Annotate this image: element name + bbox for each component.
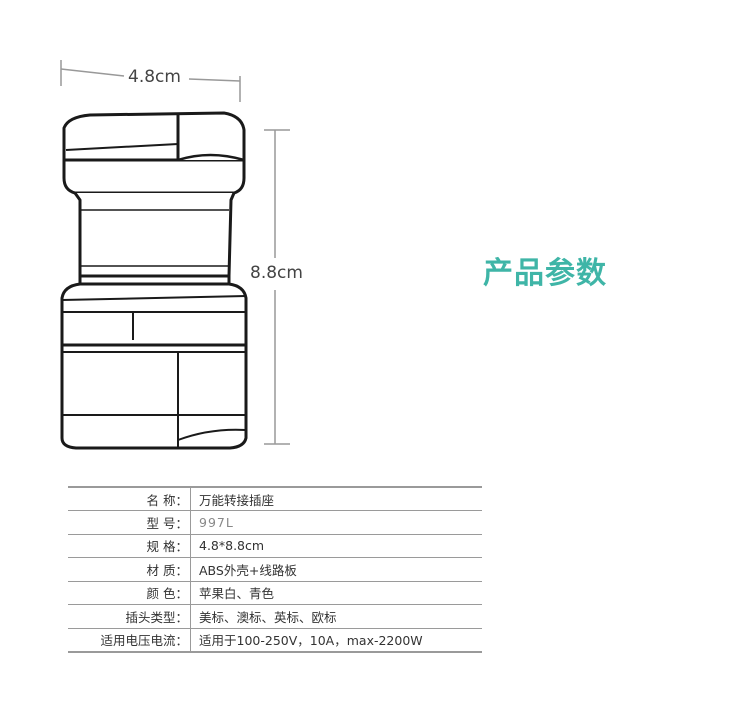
height-dimension-label: 8.8cm	[248, 263, 305, 283]
spec-row: 材 质： ABS外壳+线路板	[68, 557, 482, 582]
adapter-top-cap	[62, 111, 246, 195]
spec-row: 名 称： 万能转接插座	[68, 487, 482, 511]
spec-label: 插头类型：	[68, 604, 191, 629]
width-dimension-label: 4.8cm	[126, 67, 183, 87]
spec-label: 颜 色：	[68, 581, 191, 605]
adapter-collar-joins	[78, 276, 231, 284]
width-dim-line-left	[60, 68, 125, 77]
adapter-body	[73, 192, 236, 278]
adapter-collar	[60, 282, 248, 347]
spec-row: 规 格： 4.8*8.8cm	[68, 534, 482, 558]
section-title: 产品参数	[483, 256, 607, 291]
spec-label: 材 质：	[68, 557, 191, 582]
spec-label: 名 称：	[68, 487, 191, 511]
dimension-lines	[60, 60, 290, 445]
spec-value: 美标、澳标、英标、欧标	[190, 604, 482, 629]
spec-row: 型 号： 997L	[68, 510, 482, 535]
spec-label: 适用电压电流：	[68, 628, 191, 652]
spec-row: 插头类型： 美标、澳标、英标、欧标	[68, 604, 482, 629]
adapter-collar-ridge	[61, 295, 247, 301]
spec-row: 颜 色： 苹果白、青色	[68, 581, 482, 605]
spec-value: 997L	[190, 510, 482, 535]
spec-value: 适用于100-250V，10A，max-2200W	[199, 633, 423, 648]
spec-table: 名 称： 万能转接插座 型 号： 997L 规 格： 4.8*8.8cm 材 质…	[68, 486, 482, 653]
spec-row: 适用电压电流： 适用于100-250V，10A，max-2200W	[68, 628, 482, 652]
adapter-base-curve	[177, 428, 247, 441]
spec-value: 4.8*8.8cm	[190, 534, 482, 558]
adapter-base	[60, 343, 248, 450]
adapter-top-ridge	[65, 143, 179, 151]
spec-value: 苹果白、青色	[190, 581, 482, 605]
adapter-outline	[60, 111, 248, 450]
spec-label: 型 号：	[68, 510, 191, 535]
adapter-top-curve	[177, 153, 245, 162]
width-dim-line-right	[188, 78, 241, 82]
spec-value: 万能转接插座	[190, 487, 482, 511]
spec-value: ABS外壳+线路板	[190, 557, 482, 582]
spec-label: 规 格：	[68, 534, 191, 558]
